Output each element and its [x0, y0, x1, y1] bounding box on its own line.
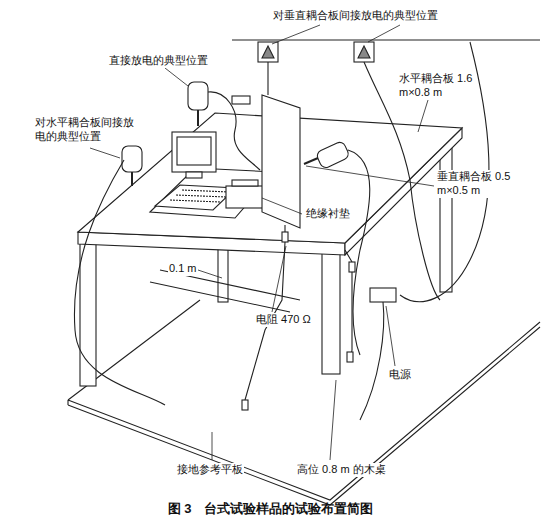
generator-symbol	[358, 46, 370, 58]
esd-gun	[188, 82, 208, 110]
printer-tray	[232, 180, 258, 186]
ground-plane-label: 接地参考平板	[176, 463, 244, 477]
esd-gun	[315, 140, 350, 169]
gun-tip	[304, 158, 318, 164]
generator-box	[258, 42, 278, 62]
gun-tip	[197, 110, 199, 126]
esd-gun	[122, 146, 142, 172]
vcp-indirect-label: 对垂直耦合板间接放电的典型位置	[272, 9, 439, 23]
resistor-symbol	[347, 352, 353, 362]
table-label: 高位 0.8 m 的木桌	[296, 463, 387, 477]
ground-plane	[68, 300, 540, 505]
monitor	[172, 132, 216, 172]
generator-box	[354, 42, 374, 62]
resistor-label: 电阻 470 Ω	[255, 313, 312, 327]
keyboard	[155, 185, 236, 210]
vcp-label: 垂直耦合板 0.5 m×0.5 m	[436, 170, 536, 198]
resistor-symbol	[282, 232, 288, 242]
power-cable	[360, 302, 384, 420]
keyboard-keys	[170, 190, 230, 202]
figure-caption: 图 3 台式试验样品的试验布置简图	[0, 500, 541, 518]
resistor-symbol	[242, 400, 248, 410]
gun-cable	[208, 92, 260, 170]
hcp-indirect-label: 对水平耦合板间接放电的典型位置	[34, 116, 136, 144]
small-box	[232, 96, 250, 104]
direct-discharge-label: 直接放电的典型位置	[108, 54, 209, 68]
table-leg	[322, 252, 340, 374]
gun-tip	[131, 172, 133, 186]
table-leg	[440, 136, 452, 292]
top-wire	[232, 39, 540, 40]
monitor-screen	[177, 137, 211, 165]
printer	[226, 186, 266, 208]
table-leg	[80, 242, 96, 386]
spacing-line	[150, 270, 300, 312]
spacing-label: 0.1 m	[168, 262, 198, 276]
leader-lines	[90, 25, 434, 460]
resistor-symbol	[349, 262, 355, 272]
monitor-base	[186, 172, 202, 178]
gun-cable	[348, 150, 370, 355]
vertical-coupling-plane	[262, 95, 300, 228]
insulating-pad	[150, 168, 275, 218]
power-supply	[370, 288, 396, 302]
pad-label: 绝缘衬垫	[305, 207, 351, 221]
hcp-label: 水平耦合板 1.6 m×0.8 m	[398, 72, 476, 100]
generator-symbol	[262, 46, 274, 58]
power-label: 电源	[388, 368, 412, 382]
